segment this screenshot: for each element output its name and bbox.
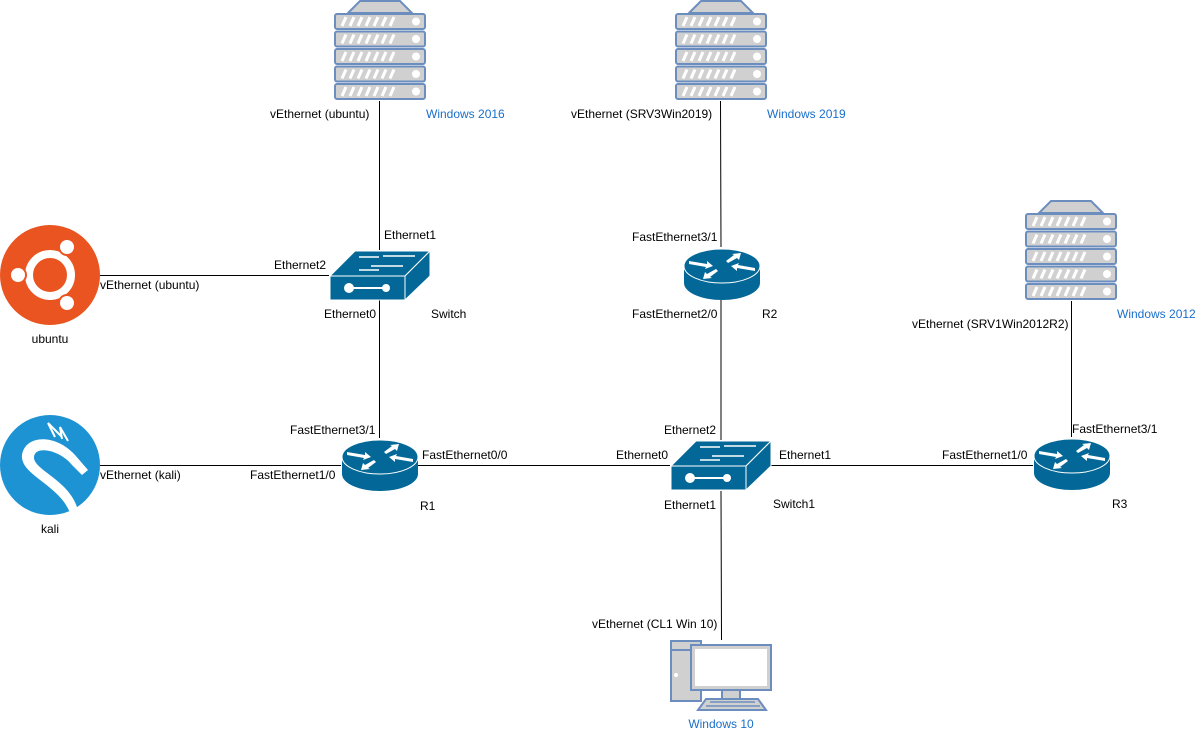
port-label: FastEthernet1/0	[250, 468, 336, 482]
node-label: Windows 10	[688, 717, 754, 731]
desktop-pc-icon[interactable]	[670, 640, 773, 712]
interface-label: vEthernet (ubuntu)	[270, 107, 370, 121]
server-icon[interactable]	[1025, 200, 1117, 302]
link-win2019-r2	[720, 100, 722, 248]
node-label: R3	[1112, 497, 1128, 511]
port-label: FastEthernet2/0	[632, 307, 718, 321]
interface-label: vEthernet (SRV1Win2012R2)	[912, 317, 1069, 331]
interface-label: vEthernet (CL1 Win 10)	[592, 617, 718, 631]
port-label: FastEthernet3/1	[1072, 422, 1158, 436]
node-label: Windows 2012	[1117, 307, 1196, 321]
port-label: Ethernet2	[274, 258, 327, 272]
node-label: Switch	[431, 307, 467, 321]
node-label: kali	[40, 522, 60, 536]
node-label: Windows 2016	[426, 107, 505, 121]
interface-label: vEthernet (SRV3Win2019)	[571, 107, 713, 121]
port-label: Ethernet0	[616, 448, 669, 462]
port-label: Ethernet1	[384, 228, 437, 242]
server-icon[interactable]	[334, 0, 426, 102]
port-label: Ethernet1	[664, 498, 717, 512]
port-label: FastEthernet3/1	[632, 230, 718, 244]
switch-icon[interactable]	[670, 440, 772, 491]
interface-label: vEthernet (ubuntu)	[100, 278, 200, 292]
switch-icon[interactable]	[329, 250, 431, 301]
interface-label: vEthernet (kali)	[100, 468, 181, 482]
node-label: Windows 2019	[767, 107, 846, 121]
port-label: FastEthernet1/0	[942, 448, 1028, 462]
port-label: Ethernet0	[324, 307, 377, 321]
node-label: ubuntu	[31, 332, 69, 346]
port-label: FastEthernet3/1	[290, 423, 376, 437]
port-label: Ethernet2	[664, 423, 717, 437]
link-switch1-win10	[720, 490, 722, 641]
router-icon[interactable]	[1033, 437, 1111, 491]
node-label: R1	[420, 499, 436, 513]
node-label: R2	[762, 307, 778, 321]
port-label: Ethernet1	[779, 448, 832, 462]
node-label: Switch1	[773, 497, 816, 511]
server-icon[interactable]	[675, 0, 767, 102]
router-icon[interactable]	[341, 438, 419, 492]
ubuntu-logo-icon[interactable]	[0, 225, 100, 325]
port-label: FastEthernet0/0	[422, 448, 508, 462]
router-icon[interactable]	[683, 247, 761, 301]
kali-logo-icon[interactable]	[0, 415, 100, 515]
